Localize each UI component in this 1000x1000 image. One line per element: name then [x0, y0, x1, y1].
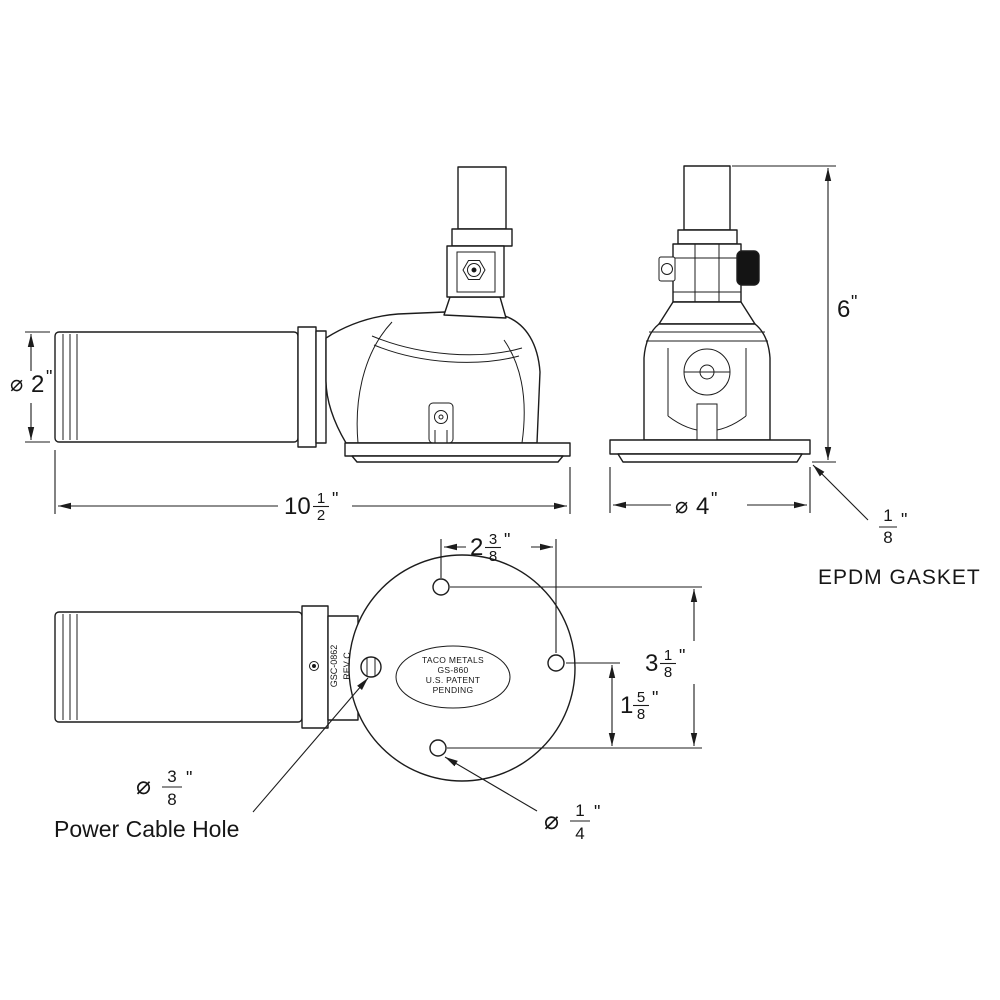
dim-side-diameter: ⌀ 2 " [10, 331, 52, 443]
side-threaded-post [457, 166, 507, 230]
nameplate-line3: U.S. PATENT [426, 675, 480, 685]
small-hole-symbol: ⌀ [544, 807, 559, 835]
small-hole-den: 4 [575, 824, 584, 843]
top-view: GSC-0862 REV C TACO METALS GS-860 U.S. P… [54, 530, 702, 843]
dim-span-h-den: 8 [489, 548, 497, 565]
small-hole-unit: " [594, 802, 600, 822]
callout-mount-hole-dia: ⌀ 1 4 " [444, 756, 600, 843]
bottom-mount-hole [429, 739, 447, 757]
side-view: ⌀ 2 " 10 1 2 " [10, 166, 571, 524]
dim-front-base-diameter: ⌀ 4 " [609, 467, 811, 520]
right-mount-hole [547, 654, 565, 672]
dim-length-den: 2 [317, 507, 325, 524]
dim-length-whole: 10 [284, 493, 311, 520]
dim-span-v-unit: " [679, 646, 685, 666]
dim-span-v-num: 1 [664, 647, 672, 664]
dim-hole-offset: 1 5 8 " [566, 662, 658, 746]
gasket-thk-num: 1 [883, 506, 892, 525]
cable-dia-num: 3 [167, 767, 176, 786]
dim-side-dia-symbol: ⌀ [10, 371, 23, 396]
gasket-thk-den: 8 [883, 528, 892, 547]
dim-base-dia-unit: " [711, 489, 717, 509]
dim-side-dia-value: 2 [31, 371, 44, 398]
side-neck [443, 296, 507, 319]
cable-dia-unit: " [186, 768, 192, 788]
dim-side-length: 10 1 2 " [54, 450, 571, 524]
dim-hole-span-h: 2 3 8 " [440, 530, 557, 653]
gasket-label: EPDM GASKET [818, 566, 981, 589]
cable-dia-den: 8 [167, 790, 176, 809]
top-mount-hole [432, 578, 450, 596]
callout-epdm-gasket: 1 8 " EPDM GASKET [812, 464, 981, 589]
nameplate-line1: TACO METALS [422, 655, 484, 665]
front-neck [658, 301, 756, 325]
dim-side-dia-unit: " [46, 367, 52, 387]
dim-offset-unit: " [652, 688, 658, 708]
dim-length-unit: " [332, 489, 338, 509]
dim-offset-num: 5 [637, 689, 645, 706]
small-hole-num: 1 [575, 801, 584, 820]
rev-label-line2: REV C [342, 652, 352, 680]
dim-span-h-num: 3 [489, 531, 497, 548]
cable-hole-label: Power Cable Hole [54, 816, 239, 842]
front-knob [736, 250, 760, 286]
front-threaded-post [683, 165, 731, 231]
nameplate-line2: GS-860 [437, 665, 468, 675]
power-cable-hole [360, 656, 382, 678]
front-slot [696, 403, 718, 441]
dim-span-h-unit: " [504, 530, 510, 550]
gasket-thk-unit: " [901, 510, 907, 530]
nameplate-oval [395, 645, 511, 709]
dim-hole-span-v: 3 1 8 " [447, 586, 702, 749]
dim-height-unit: " [851, 292, 857, 312]
dim-height-value: 6 [837, 296, 850, 323]
front-clamp-bolt [658, 256, 676, 282]
dim-span-h-whole: 2 [470, 534, 483, 561]
dim-span-v-whole: 3 [645, 650, 658, 677]
side-gasket [351, 455, 564, 463]
front-clamp [672, 243, 742, 303]
dim-span-v-den: 8 [664, 664, 672, 681]
side-cylinder [54, 331, 299, 443]
front-view: 6 " ⌀ 4 " 1 8 " EPDM GASKET [609, 165, 981, 589]
cable-dia-symbol: ⌀ [136, 772, 151, 800]
dim-front-height: 6 " [732, 165, 857, 463]
rev-label-line1: GSC-0862 [329, 645, 339, 688]
side-base-flange [344, 442, 571, 457]
side-housing [325, 311, 541, 444]
side-collar [297, 326, 317, 448]
dim-base-dia-symbol: ⌀ [675, 493, 688, 518]
front-gasket [617, 453, 803, 463]
front-base-flange [609, 439, 811, 455]
dim-offset-den: 8 [637, 706, 645, 723]
dim-base-dia-value: 4 [696, 493, 709, 520]
callout-power-cable-hole: ⌀ 3 8 " Power Cable Hole [54, 677, 369, 842]
nameplate-line4: PENDING [433, 685, 474, 695]
dim-length-num: 1 [317, 490, 325, 507]
dim-offset-whole: 1 [620, 692, 633, 719]
top-cylinder [54, 611, 303, 723]
